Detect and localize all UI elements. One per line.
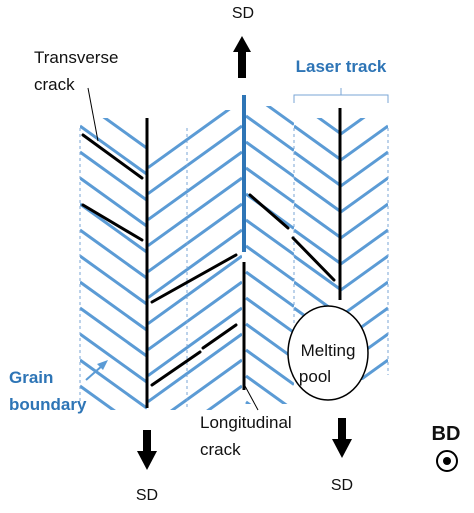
out-of-plane-icon [436,450,458,472]
grain-stroke [80,358,147,410]
grain-stroke [80,306,147,358]
grain-stroke [339,254,388,292]
grain-boundary-arrow [85,360,108,381]
grain-stroke [245,322,294,360]
arrow-up-icon [233,36,251,78]
bd-label: BD [432,423,461,445]
arrow-down-icon [332,418,352,458]
grain-stroke [169,358,242,410]
grain-stroke [80,332,147,384]
melting-pool [287,305,369,401]
laser-track-bracket [293,88,389,103]
grain-stroke [148,176,242,247]
grain-stroke [80,202,147,254]
grain-stroke [294,124,341,161]
transverse-crack [81,203,144,242]
longitudinal-crack-pointer [244,385,259,411]
grain-stroke [148,332,242,403]
grain-stroke [339,280,388,318]
grain-stroke [148,254,242,325]
grain-stroke [245,374,288,404]
grain-stroke [339,228,388,266]
grain-stroke [245,218,294,256]
grain-stroke [339,124,388,162]
grain-stroke [148,124,242,195]
sd-label-bottom-left: SD [136,487,158,504]
grain-stroke [316,118,341,135]
grain-stroke [339,176,388,214]
grain-stroke [148,110,231,169]
grain-group [80,118,147,460]
grain-stroke [245,244,294,282]
grain-stroke [339,150,388,188]
grain-stroke [102,118,147,150]
transverse-crack-label-line1: Transverse [34,48,118,67]
grain-stroke [148,228,242,299]
grain-stroke [245,270,294,308]
grain-stroke [245,348,294,386]
grain-boundary-label-line1: Grain [9,368,53,387]
grain-stroke [148,280,242,351]
grain-stroke [148,202,242,273]
transverse-crack-label-line2: crack [34,75,75,94]
grain-stroke [80,254,147,306]
grain-stroke [294,150,341,187]
transverse-crack [201,323,238,350]
grain-stroke [245,296,294,334]
grain-stroke [245,140,294,178]
centre-lines [145,95,342,408]
grain-stroke [206,384,242,410]
laser-track-label: Laser track [296,57,387,76]
grain-stroke [294,228,341,265]
grain-stroke [265,106,294,126]
grain-stroke [245,114,294,152]
grain-strokes [80,106,388,460]
grain-stroke [245,166,294,204]
grain-stroke [80,176,147,228]
arrow-down-icon [137,430,157,470]
grain-stroke [339,118,366,136]
melting-pool-label-line2: pool [299,367,331,386]
grain-group [148,110,242,410]
track-boundaries [79,128,389,410]
grain-stroke [80,150,147,202]
grain-stroke [80,280,147,332]
transverse-crack [150,253,238,304]
grain-stroke [294,254,341,291]
grain-stroke [80,124,147,176]
transverse-cracks [81,133,336,387]
grain-stroke [294,202,341,239]
longitudinal-crack-label-line2: crack [200,440,241,459]
longitudinal-crack-label-line1: Longitudinal [200,413,292,432]
melting-pool-label-line1: Melting [301,341,356,360]
grain-stroke [357,358,388,380]
grain-stroke [80,384,116,410]
grain-boundary-label-line2: boundary [9,395,87,414]
grain-stroke [80,228,147,280]
sd-label-top: SD [232,5,254,22]
transverse-crack [291,236,336,282]
grain-group [245,106,294,404]
grain-stroke [148,306,242,377]
sd-label-bottom-right: SD [331,477,353,494]
transverse-crack-pointer [87,87,99,142]
transverse-crack [81,133,144,180]
transverse-crack [150,350,202,387]
grain-stroke [339,202,388,240]
grain-stroke [294,176,341,213]
transverse-crack [248,193,290,230]
grain-stroke [148,150,242,221]
grain-stroke [80,412,147,460]
